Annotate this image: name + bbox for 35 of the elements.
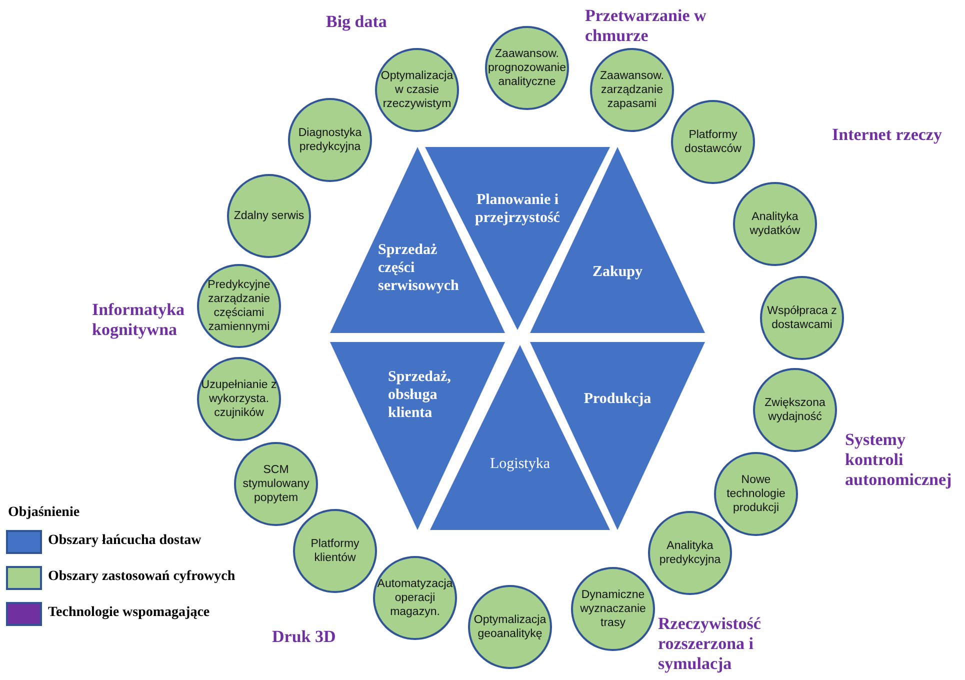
legend-text: Technologie wspomagające [48,605,210,621]
circle-label: Zaawansow. prognozowanie analityczne [487,47,567,89]
segment-label: Sprzedaż, obsługa klienta [388,368,452,422]
circle-label: Predykcyjne zarządzanie częściami zamiennymi [206,278,272,334]
segment-label: Sprzedaż części serwisowych [378,241,460,295]
legend-text: Obszary łańcucha dostaw [48,533,202,549]
segment-label: Zakupy [591,263,644,281]
segment-label: Planowanie i przejrzystość [474,191,561,227]
circle-label: Zaawansow. zarządzanie zapasami [599,69,665,111]
legend-text: Obszary zastosowań cyfrowych [48,569,236,585]
technology-label: Big data [326,12,388,32]
circle-label: Współpraca z dostawcami [766,304,838,332]
circle-label: Analityka wydatków [748,210,802,238]
technology-label: Przetwarzanie w chmurze [585,6,708,46]
circle-label: Optymalizacja geoanalitykę [472,613,548,641]
segment-label: Logistyka [489,455,551,473]
circle-label: Diagnostyka predykcyjna [297,126,363,154]
circle-label: Automatyzacja operacji magazyn. [376,577,454,619]
technology-label: Systemy kontroli autonomicznej [845,430,953,490]
technology-label: Informatyka kognitywna [92,300,186,340]
technology-label: Rzeczywistość rozszerzona i symulacja [658,614,762,674]
circle-label: Analityka predykcyjna [658,539,722,567]
circle-label: SCM stymulowany popytem [242,463,310,505]
circle-label: Platformy dostawców [684,128,742,156]
circle-label: Zwiększona wydajność [764,396,826,424]
circle-label: Nowe technologie produkcji [726,473,786,515]
circle-label: Platformy klientów [310,537,360,565]
circle-label: Dynamiczne wyznaczanie trasy [579,588,647,630]
segment-label: Produkcja [582,390,652,408]
circle-label: Uzupełnianie z wykorzysta. czujników [200,378,278,420]
circle-label: Zdalny serwis [234,209,304,223]
technology-label: Internet rzeczy [832,125,943,145]
circle-label: Optymalizacja w czasie rzeczywistym [380,69,454,111]
technology-label: Druk 3D [272,627,337,647]
legend-title: Objaśnienie [8,504,81,522]
